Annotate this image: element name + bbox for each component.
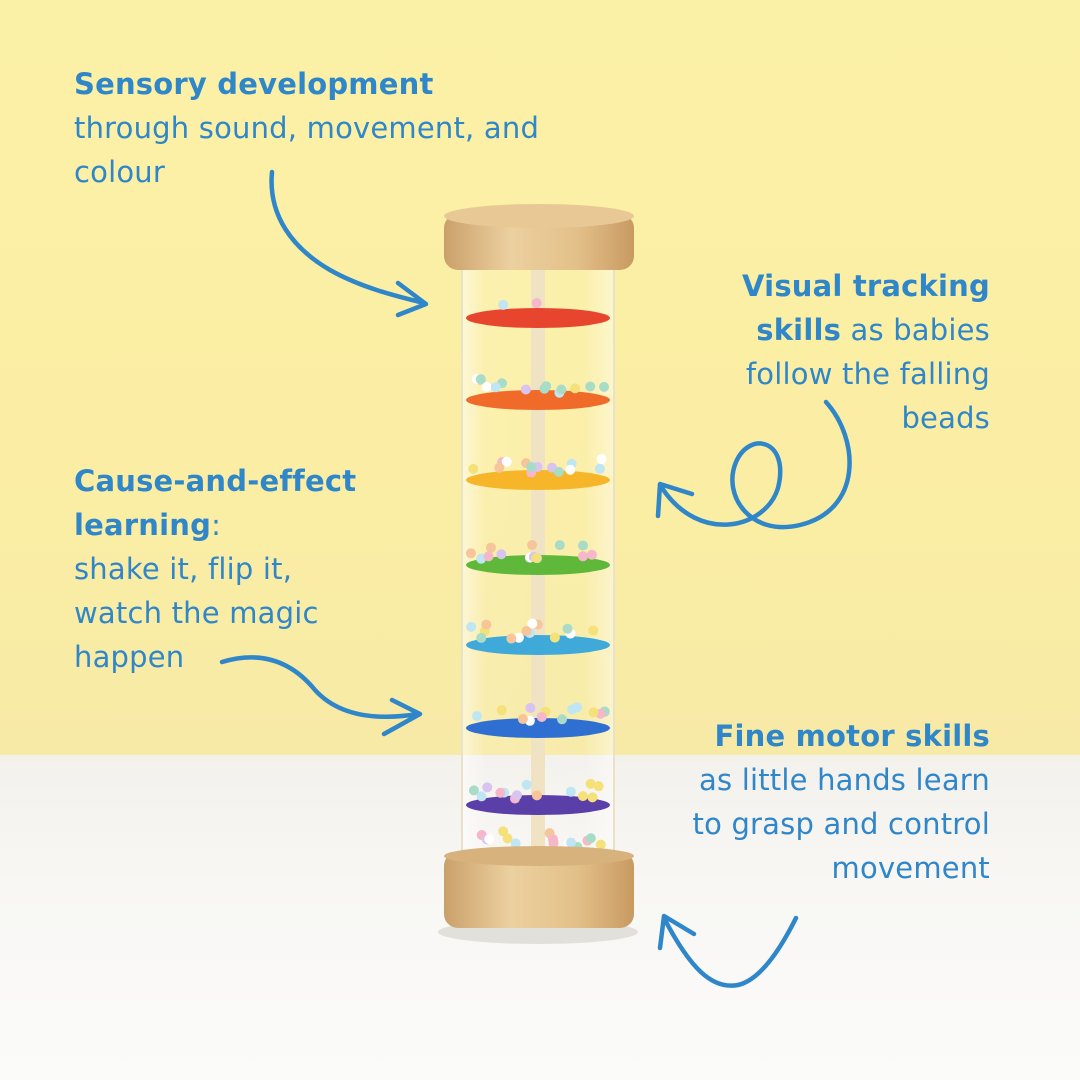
bead [486, 542, 497, 553]
bead [482, 782, 493, 793]
arrow-cause-icon [219, 655, 421, 719]
caption-sensory-development: Sensory development through sound, movem… [74, 62, 544, 194]
bead [521, 626, 532, 637]
colored-beads [465, 298, 610, 859]
bead [513, 632, 524, 643]
caption-sensory-text: through sound, movement, and colour [74, 111, 540, 189]
bead [498, 299, 509, 310]
bead [511, 790, 522, 801]
bead [498, 826, 509, 837]
bead [536, 711, 547, 722]
bead [526, 461, 537, 472]
bead [501, 456, 512, 467]
bead [490, 382, 501, 393]
bead [521, 779, 532, 790]
caption-visual-tracking: Visual tracking skills as babies follow … [690, 264, 990, 440]
bead [466, 621, 477, 632]
bead [557, 714, 568, 725]
caption-motor-bold: Fine motor skills [714, 719, 990, 753]
bead [525, 702, 536, 713]
bead [593, 781, 604, 792]
tier-disc [466, 795, 610, 815]
bead [531, 790, 542, 801]
bead [476, 632, 487, 643]
bead [588, 625, 599, 636]
bead [539, 383, 550, 394]
caption-cause-bold: Cause-and-effect learning [74, 464, 357, 542]
bead [556, 384, 567, 395]
bead [585, 833, 596, 844]
bead [506, 633, 517, 644]
bead [517, 714, 528, 725]
bead [586, 549, 597, 560]
bead [494, 462, 505, 473]
bead [566, 837, 577, 848]
bead [596, 454, 607, 465]
bead [510, 838, 521, 849]
bead [495, 787, 506, 798]
bead [577, 551, 588, 562]
caption-sensory-bold: Sensory development [74, 67, 434, 101]
bead [588, 707, 599, 718]
arrow-visual-icon [659, 399, 852, 530]
tier-disc [466, 718, 610, 738]
tier-disc [466, 308, 610, 328]
bead [570, 383, 581, 394]
caption-visual-text: as babies follow the falling beads [745, 313, 990, 435]
tier-disc [466, 635, 610, 655]
bead [549, 632, 560, 643]
bead [484, 834, 495, 845]
bead [562, 623, 573, 634]
bead [483, 551, 494, 562]
caption-motor-text: as little hands learn to grasp and contr… [692, 763, 990, 885]
tier-disc [466, 390, 610, 410]
bead [577, 791, 588, 802]
bead [554, 540, 565, 551]
arrow-sensory-icon [269, 169, 427, 306]
bead [531, 552, 542, 563]
bead [577, 540, 588, 551]
arrow-motor-icon [661, 915, 799, 988]
bead [527, 540, 538, 551]
tier-disc [466, 470, 610, 490]
caption-cause-text: shake it, flip it, watch the magic happe… [74, 552, 319, 674]
caption-visual-bold: Visual tracking skills [742, 269, 990, 347]
bead [595, 839, 606, 850]
caption-cause-colon: : [211, 508, 222, 542]
bead [599, 381, 610, 392]
bead [567, 704, 578, 715]
bead [520, 384, 531, 395]
bead [496, 549, 507, 560]
bead [565, 786, 576, 797]
bead [565, 464, 576, 475]
bead [585, 381, 596, 392]
bead [527, 618, 538, 629]
tier-disc [466, 555, 610, 575]
bead [585, 778, 596, 789]
bead [481, 381, 492, 392]
bead [476, 791, 487, 802]
caption-cause-effect: Cause-and-effect learning: shake it, fli… [74, 459, 374, 679]
bead [553, 466, 564, 477]
caption-fine-motor: Fine motor skills as little hands learn … [690, 714, 990, 890]
bead [531, 298, 542, 309]
bead [468, 785, 479, 796]
bead [496, 705, 507, 716]
bead [502, 833, 513, 844]
bead [548, 837, 559, 848]
bead [465, 548, 476, 559]
bead [472, 711, 483, 722]
bead [594, 463, 605, 474]
colored-tier-discs [466, 308, 610, 815]
bead [468, 463, 479, 474]
bead [475, 374, 486, 385]
bead [481, 619, 492, 630]
bead [587, 792, 598, 803]
